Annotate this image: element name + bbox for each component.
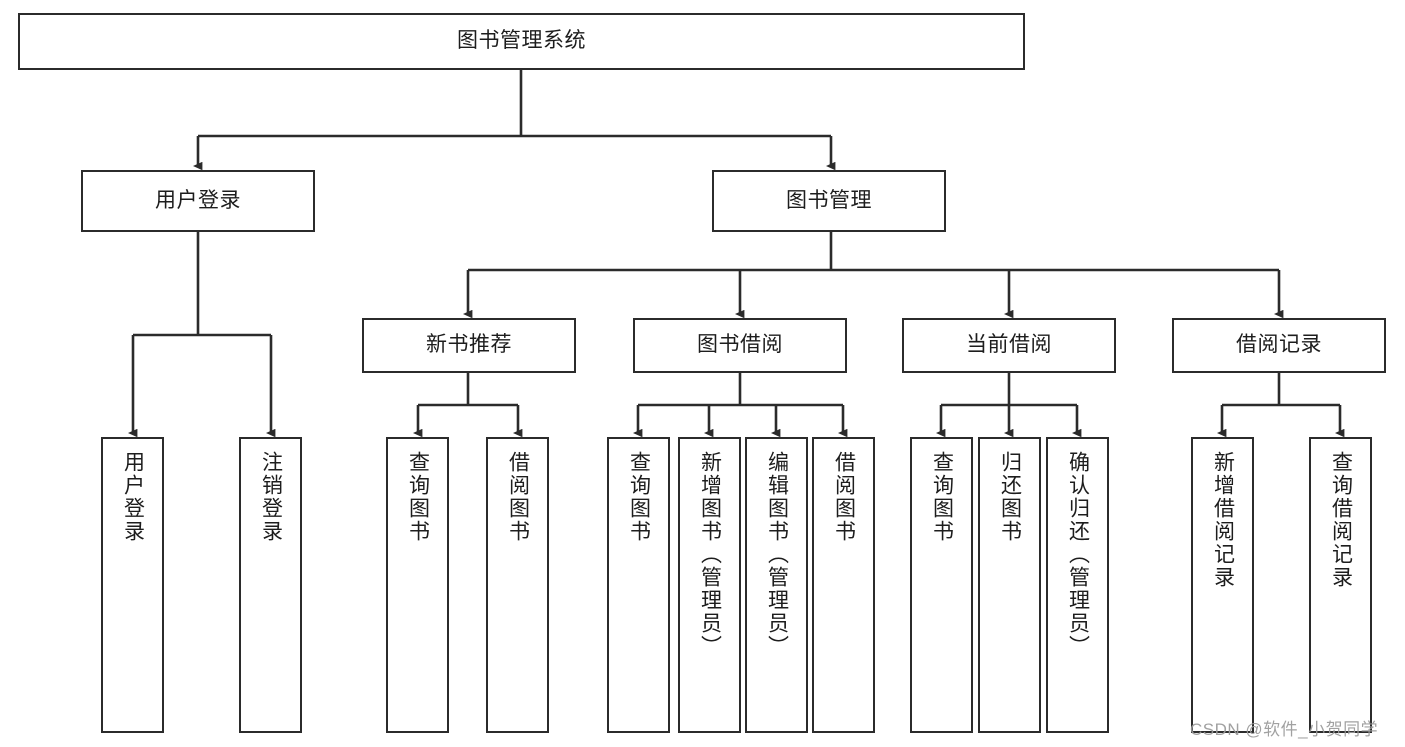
leaf-confirm-return-admin[interactable]: 确认归还（管理员） — [1046, 437, 1109, 733]
leaf-user-login-label: 用户登录 — [121, 451, 145, 543]
node-book-borrow-label: 图书借阅 — [697, 333, 783, 357]
leaf-logout-label: 注销登录 — [259, 451, 283, 543]
leaf-edit-book-admin-label: 编辑图书（管理员） — [765, 451, 789, 658]
node-user-login-label: 用户登录 — [155, 188, 241, 212]
node-root-system[interactable]: 图书管理系统 — [18, 13, 1025, 70]
node-current-borrow[interactable]: 当前借阅 — [902, 318, 1116, 373]
leaf-add-borrow-record-label: 新增借阅记录 — [1211, 451, 1235, 589]
node-borrow-record-label: 借阅记录 — [1236, 333, 1322, 357]
leaf-current-query-book-label: 查询图书 — [930, 451, 954, 543]
csdn-watermark: CSDN @软件_小贺同学 — [1190, 720, 1379, 739]
leaf-borrow-query-book[interactable]: 查询图书 — [607, 437, 670, 733]
node-book-management[interactable]: 图书管理 — [712, 170, 946, 232]
node-user-login[interactable]: 用户登录 — [81, 170, 315, 232]
leaf-recommend-borrow-book[interactable]: 借阅图书 — [486, 437, 549, 733]
leaf-recommend-borrow-book-label: 借阅图书 — [506, 451, 530, 543]
leaf-borrow-book-label: 借阅图书 — [832, 451, 856, 543]
leaf-add-book-admin-label: 新增图书（管理员） — [698, 451, 722, 658]
leaf-return-book-label: 归还图书 — [998, 451, 1022, 543]
leaf-borrow-query-book-label: 查询图书 — [627, 451, 651, 543]
leaf-user-login[interactable]: 用户登录 — [101, 437, 164, 733]
leaf-query-borrow-record[interactable]: 查询借阅记录 — [1309, 437, 1372, 733]
leaf-logout[interactable]: 注销登录 — [239, 437, 302, 733]
leaf-query-borrow-record-label: 查询借阅记录 — [1329, 451, 1353, 589]
node-book-borrow[interactable]: 图书借阅 — [633, 318, 847, 373]
leaf-recommend-query-book[interactable]: 查询图书 — [386, 437, 449, 733]
leaf-recommend-query-book-label: 查询图书 — [406, 451, 430, 543]
leaf-confirm-return-admin-label: 确认归还（管理员） — [1066, 451, 1090, 658]
node-new-book-recommend-label: 新书推荐 — [426, 333, 512, 357]
node-borrow-record[interactable]: 借阅记录 — [1172, 318, 1386, 373]
node-book-management-label: 图书管理 — [786, 188, 872, 212]
leaf-edit-book-admin[interactable]: 编辑图书（管理员） — [745, 437, 808, 733]
leaf-borrow-book[interactable]: 借阅图书 — [812, 437, 875, 733]
node-current-borrow-label: 当前借阅 — [966, 333, 1052, 357]
node-new-book-recommend[interactable]: 新书推荐 — [362, 318, 576, 373]
leaf-return-book[interactable]: 归还图书 — [978, 437, 1041, 733]
node-root-system-label: 图书管理系统 — [457, 29, 586, 53]
leaf-add-book-admin[interactable]: 新增图书（管理员） — [678, 437, 741, 733]
leaf-add-borrow-record[interactable]: 新增借阅记录 — [1191, 437, 1254, 733]
leaf-current-query-book[interactable]: 查询图书 — [910, 437, 973, 733]
